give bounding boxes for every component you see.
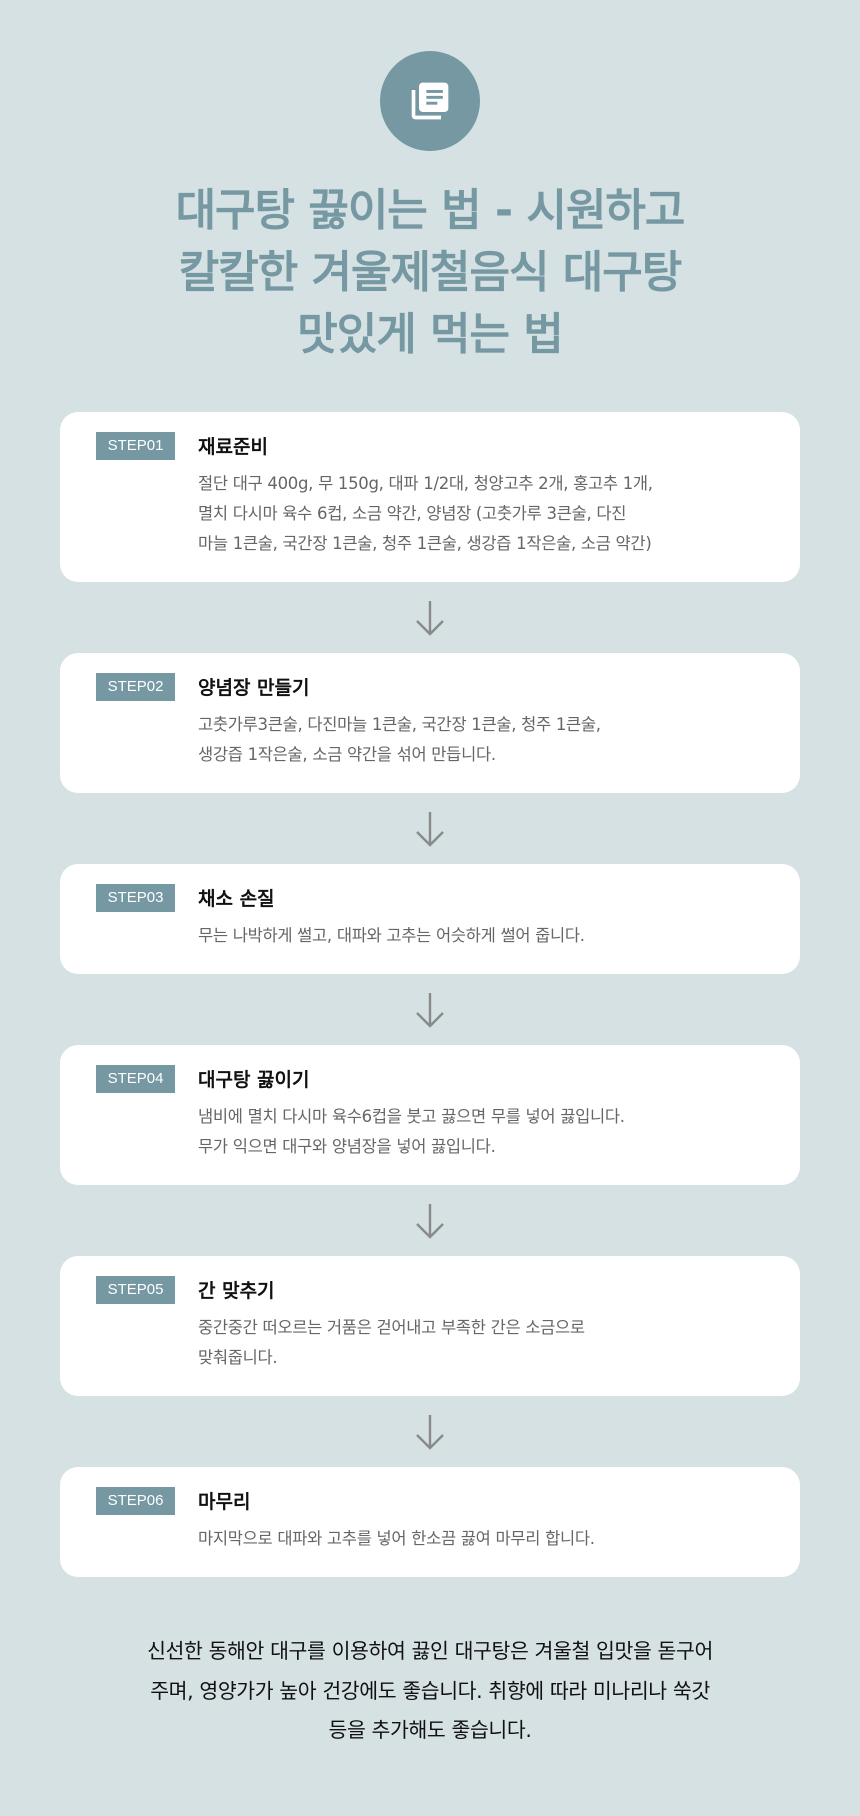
step-badge: STEP04 (96, 1065, 175, 1093)
step-desc-line: 맞춰줍니다. (198, 1348, 278, 1367)
step-badge: STEP02 (96, 673, 175, 701)
title-line: 칼칼한 겨울제철음식 대구탕 (178, 247, 682, 298)
step-desc-line: 무가 익으면 대구와 양념장을 넣어 끓입니다. (198, 1137, 496, 1156)
step-desc-line: 생강즙 1작은술, 소금 약간을 섞어 만듭니다. (198, 745, 496, 764)
header-icon-circle (380, 51, 480, 151)
step-desc-line: 마지막으로 대파와 고추를 넣어 한소끔 끓여 마무리 합니다. (198, 1529, 595, 1548)
step-title: 채소 손질 (198, 888, 275, 910)
arrow-down-icon (60, 1185, 800, 1256)
step-title: 간 맞추기 (198, 1280, 275, 1302)
step-badge: STEP05 (96, 1276, 175, 1304)
arrow-down-icon (60, 582, 800, 653)
step-content: 채소 손질 무는 나박하게 썰고, 대파와 고추는 어슷하게 썰어 줍니다. (198, 886, 585, 951)
step-badge: STEP03 (96, 884, 175, 912)
step-title: 대구탕 끓이기 (198, 1069, 310, 1091)
step-content: 재료준비 절단 대구 400g, 무 150g, 대파 1/2대, 청양고추 2… (198, 434, 653, 559)
step-desc: 절단 대구 400g, 무 150g, 대파 1/2대, 청양고추 2개, 홍고… (198, 469, 653, 559)
article-icon (411, 82, 449, 120)
arrow-down-icon (60, 974, 800, 1045)
step-card: STEP03 채소 손질 무는 나박하게 썰고, 대파와 고추는 어슷하게 썰어… (60, 864, 800, 974)
step-card: STEP01 재료준비 절단 대구 400g, 무 150g, 대파 1/2대,… (60, 412, 800, 582)
step-desc-line: 무는 나박하게 썰고, 대파와 고추는 어슷하게 썰어 줍니다. (198, 926, 585, 945)
page-title: 대구탕 끓이는 법 - 시원하고 칼칼한 겨울제철음식 대구탕 맛있게 먹는 법 (0, 180, 860, 366)
footer-line: 신선한 동해안 대구를 이용하여 끓인 대구탕은 겨울철 입맛을 돋구어 (147, 1639, 713, 1663)
step-desc-line: 마늘 1큰술, 국간장 1큰술, 청주 1큰술, 생강즙 1작은술, 소금 약간… (198, 534, 652, 553)
step-badge: STEP01 (96, 432, 175, 460)
step-content: 양념장 만들기 고춧가루3큰술, 다진마늘 1큰술, 국간장 1큰술, 청주 1… (198, 675, 601, 770)
footer-text: 신선한 동해안 대구를 이용하여 끓인 대구탕은 겨울철 입맛을 돋구어 주며,… (60, 1632, 800, 1751)
step-title: 마무리 (198, 1491, 251, 1513)
step-desc-line: 중간중간 떠오르는 거품은 걷어내고 부족한 간은 소금으로 (198, 1318, 585, 1337)
step-desc: 무는 나박하게 썰고, 대파와 고추는 어슷하게 썰어 줍니다. (198, 921, 585, 951)
step-desc-line: 냄비에 멸치 다시마 육수6컵을 붓고 끓으면 무를 넣어 끓입니다. (198, 1107, 625, 1126)
step-content: 대구탕 끓이기 냄비에 멸치 다시마 육수6컵을 붓고 끓으면 무를 넣어 끓입… (198, 1067, 625, 1162)
step-card: STEP05 간 맞추기 중간중간 떠오르는 거품은 걷어내고 부족한 간은 소… (60, 1256, 800, 1396)
steps-list: STEP01 재료준비 절단 대구 400g, 무 150g, 대파 1/2대,… (60, 412, 800, 1577)
arrow-down-icon (60, 793, 800, 864)
footer-line: 주며, 영양가가 높아 건강에도 좋습니다. 취향에 따라 미나리나 쑥갓 (150, 1678, 710, 1703)
step-title: 재료준비 (198, 436, 268, 458)
step-card: STEP02 양념장 만들기 고춧가루3큰술, 다진마늘 1큰술, 국간장 1큰… (60, 653, 800, 793)
footer-line: 등을 추가해도 좋습니다. (328, 1718, 532, 1742)
title-line: 대구탕 끓이는 법 - 시원하고 (175, 185, 686, 236)
step-desc-line: 절단 대구 400g, 무 150g, 대파 1/2대, 청양고추 2개, 홍고… (198, 474, 653, 493)
step-desc-line: 멸치 다시마 육수 6컵, 소금 약간, 양념장 (고춧가루 3큰술, 다진 (198, 504, 627, 523)
title-line: 맛있게 먹는 법 (297, 309, 564, 360)
step-desc: 냄비에 멸치 다시마 육수6컵을 붓고 끓으면 무를 넣어 끓입니다. 무가 익으… (198, 1102, 625, 1162)
step-title: 양념장 만들기 (198, 677, 310, 699)
step-desc: 마지막으로 대파와 고추를 넣어 한소끔 끓여 마무리 합니다. (198, 1524, 595, 1554)
step-card: STEP04 대구탕 끓이기 냄비에 멸치 다시마 육수6컵을 붓고 끓으면 무… (60, 1045, 800, 1185)
step-desc: 고춧가루3큰술, 다진마늘 1큰술, 국간장 1큰술, 청주 1큰술, 생강즙 1… (198, 710, 601, 770)
arrow-down-icon (60, 1396, 800, 1467)
step-card: STEP06 마무리 마지막으로 대파와 고추를 넣어 한소끔 끓여 마무리 합… (60, 1467, 800, 1577)
step-content: 마무리 마지막으로 대파와 고추를 넣어 한소끔 끓여 마무리 합니다. (198, 1489, 595, 1554)
step-badge: STEP06 (96, 1487, 175, 1515)
step-desc-line: 고춧가루3큰술, 다진마늘 1큰술, 국간장 1큰술, 청주 1큰술, (198, 715, 601, 734)
